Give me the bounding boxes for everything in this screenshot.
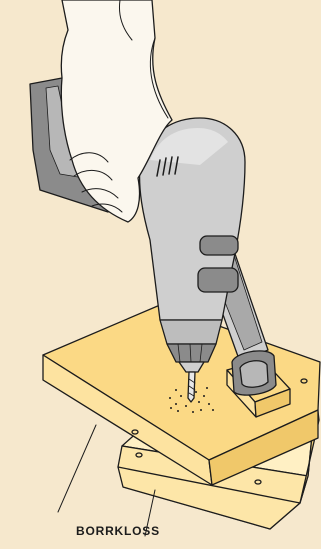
drill-bit [188,372,195,402]
drill-block-label: BORRKLOSS [76,524,160,538]
leader-line [58,425,96,512]
switch-panel-top [200,236,238,255]
drill-chuck [160,320,222,344]
switch-panel-bottom [198,268,238,292]
